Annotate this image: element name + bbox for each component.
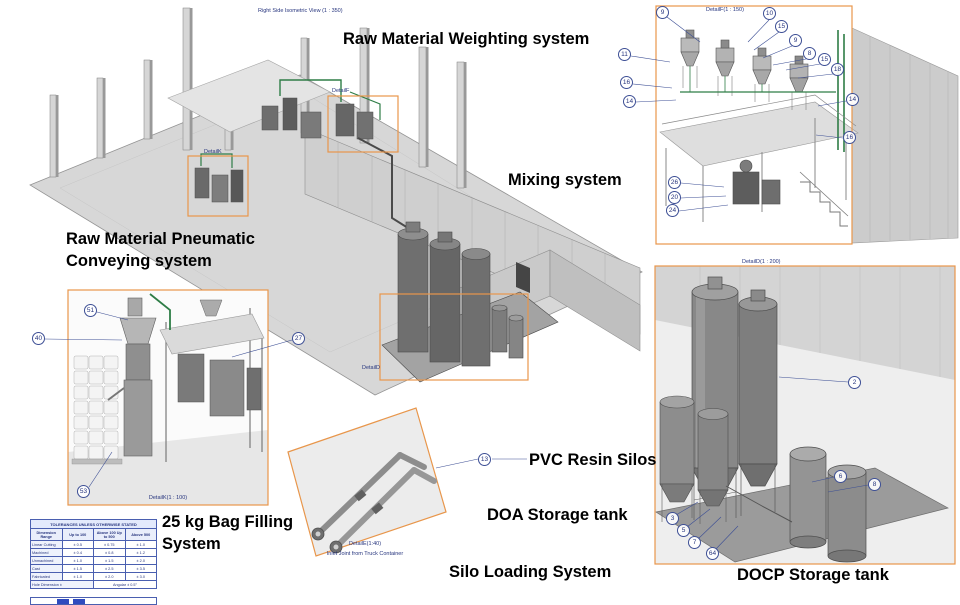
- callout-balloon: 5: [677, 524, 690, 537]
- tolerance-table-title: TOLERANCES UNLESS OTHERWISE STATED: [30, 519, 157, 529]
- callout-balloon: 8: [803, 47, 816, 60]
- callout-balloon: 9: [789, 34, 802, 47]
- detail-e-border: [287, 407, 447, 557]
- label-silo-loading-system: Silo Loading System: [449, 563, 612, 581]
- main-view-title: Right Side Isometric View (1 : 350): [258, 8, 343, 14]
- callout-balloon: 27: [292, 332, 305, 345]
- pallet: [71, 458, 123, 465]
- detail-f-mixer: [732, 159, 781, 205]
- tolerance-col-header: Up to 100: [61, 528, 94, 541]
- callout-balloon: 16: [620, 76, 633, 89]
- pipe-flanges: [311, 527, 343, 554]
- callout-balloon: 11: [618, 48, 631, 61]
- detail-e-view: [287, 407, 447, 557]
- callout-balloon: 2: [848, 376, 861, 389]
- tolerance-col-header: Above 100 Up to 500: [93, 528, 126, 541]
- detail-f-border: [655, 5, 853, 245]
- table-row: Machined ± 0.4 ± 0.8 ± 1.2: [30, 548, 157, 557]
- title-block-cell: [57, 599, 69, 604]
- callout-balloon: 6: [834, 470, 847, 483]
- detail-d-marker-box: [379, 293, 529, 381]
- detail-k-title: DetailK(1 : 100): [148, 495, 188, 501]
- detail-k-marker-label: DetailK: [204, 149, 222, 155]
- detail-f-marker-label: DetailF: [332, 88, 350, 94]
- label-mixing-system: Mixing system: [508, 171, 622, 189]
- detail-f-marker-box: [327, 95, 399, 153]
- callout-balloon: 9: [656, 6, 669, 19]
- additive-silo-2: [697, 408, 729, 524]
- main-view-conveying-equipment: [194, 153, 244, 203]
- detail-f-title: DetailF(1 : 150): [706, 7, 744, 13]
- callout-balloon: 14: [846, 93, 859, 106]
- callout-balloon: 13: [478, 453, 491, 466]
- main-view-pipe-run: [357, 137, 417, 234]
- additive-silo-1: [659, 395, 695, 522]
- doorway: [516, 262, 530, 293]
- detail-k-view: [67, 289, 269, 506]
- tolerance-table: TOLERANCES UNLESS OTHERWISE STATED Dimen…: [30, 519, 157, 589]
- label-docp-storage-tank: DOCP Storage tank: [737, 566, 889, 584]
- callout-balloon: 15: [775, 20, 788, 33]
- weighting-hoppers: [680, 29, 809, 110]
- detail-f-view: [655, 5, 959, 245]
- callout-balloon: 20: [668, 191, 681, 204]
- bag-filling-machine: [107, 297, 157, 457]
- detail-f-stairs: [799, 171, 849, 227]
- main-view-silos: [381, 221, 559, 383]
- pvc-resin-silo-2: [738, 289, 778, 516]
- tolerance-col-header: Above 500: [124, 528, 157, 541]
- detail-d-marker-label: DetailD: [362, 365, 381, 371]
- table-row: Cast ± 1.5 ± 2.5 ± 3.5: [30, 564, 157, 573]
- table-footer-row: Hole Dimension ± Angular ± 0.5°: [30, 580, 157, 589]
- label-pneumatic-conveying-line2: Conveying system: [66, 252, 212, 270]
- main-view-mixing-equipment: [261, 79, 381, 140]
- callout-balloon: 53: [77, 485, 90, 498]
- detail-e-title: DetailE(1:40): [348, 541, 382, 547]
- label-pneumatic-conveying-line1: Raw Material Pneumatic: [66, 230, 255, 248]
- callout-balloon: 3: [666, 512, 679, 525]
- callout-balloon: 10: [763, 7, 776, 20]
- label-bag-filling-line2: System: [162, 535, 221, 553]
- callout-balloon: 18: [831, 63, 844, 76]
- detail-d-border: [654, 265, 956, 565]
- table-row: Unmachined ± 1.0 ± 1.5 ± 2.0: [30, 556, 157, 565]
- callout-balloon: 24: [666, 204, 679, 217]
- callout-balloon: 15: [818, 53, 831, 66]
- label-bag-filling-line1: 25 kg Bag Filling: [162, 513, 294, 531]
- label-doa-storage-tank: DOA Storage tank: [487, 506, 628, 524]
- label-pvc-resin-silos: PVC Resin Silos: [529, 451, 657, 469]
- detail-k-marker-box: [187, 155, 249, 217]
- callout-leader-lines: [44, 16, 869, 551]
- main-view-detail-markers: [187, 95, 529, 381]
- detail-e-subtitle: Inlet Joint from Truck Container: [326, 551, 404, 557]
- callout-balloon: 7: [688, 536, 701, 549]
- detail-k-border: [67, 289, 269, 506]
- bag-stack: [73, 355, 119, 460]
- label-raw-material-weighting-system: Raw Material Weighting system: [343, 30, 590, 48]
- detail-d-view: [654, 265, 956, 565]
- doa-storage-tank-shape: [789, 446, 827, 549]
- title-block-strip: [30, 597, 157, 605]
- table-row: Linear Cutting ± 0.5 ± 0.75 ± 1.0: [30, 540, 157, 549]
- table-row: Fabricated ± 1.0 ± 2.0 ± 3.0: [30, 572, 157, 581]
- callout-balloon: 26: [668, 176, 681, 189]
- callout-balloon: 16: [843, 131, 856, 144]
- docp-storage-tank-shape: [827, 464, 867, 563]
- callout-balloon: 64: [706, 547, 719, 560]
- title-block-cell: [73, 599, 85, 604]
- tolerance-col-header: Dimension Range: [30, 528, 63, 541]
- detail-d-title: DetailD(1 : 200): [742, 259, 781, 265]
- callout-balloon: 51: [84, 304, 97, 317]
- callout-balloon: 14: [623, 95, 636, 108]
- callout-balloon: 40: [32, 332, 45, 345]
- main-view-platform: [167, 59, 331, 133]
- callout-balloon: 8: [868, 478, 881, 491]
